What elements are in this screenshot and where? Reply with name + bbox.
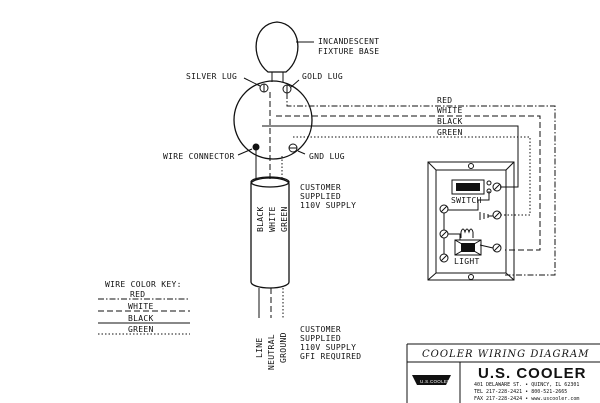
light-component — [454, 239, 482, 256]
cable-green-label: GREEN — [280, 206, 289, 232]
switch-light-box — [427, 161, 515, 281]
fixture-label-line1: INCANDESCENT — [318, 37, 379, 46]
company-fax: FAX 217-228-2424 • www.uscooler.com — [474, 396, 579, 402]
silver-lug-label: SILVER LUG — [186, 72, 237, 81]
supply-cable-line2: SUPPLIED — [300, 192, 341, 201]
fixture-label-line2: FIXTURE BASE — [318, 47, 379, 56]
supply-gfi-line4: GFI REQUIRED — [300, 352, 361, 361]
cable-white-label: WHITE — [268, 206, 277, 232]
wire-key-title: WIRE COLOR KEY: — [105, 280, 182, 289]
gold-lug-leader — [290, 79, 300, 88]
conductor-neutral-label: NEUTRAL — [267, 334, 276, 370]
logo-text: U.S.COOLER — [420, 379, 451, 384]
coil-icon — [460, 228, 474, 238]
switch-label: SWITCH — [451, 196, 482, 205]
diagram-title: COOLER WIRING DIAGRAM — [422, 349, 590, 360]
incandescent-bulb — [255, 21, 299, 82]
title-block — [406, 343, 600, 403]
wire-connector-leader — [237, 148, 253, 156]
wire-red-label: RED — [437, 96, 452, 105]
wire-bundle-to-switch — [262, 93, 556, 276]
supply-cable — [250, 176, 290, 289]
cable-black-label: BLACK — [256, 206, 265, 232]
us-cooler-logo: U.S.COOLER — [412, 375, 451, 385]
supply-gfi-line2: SUPPLIED — [300, 334, 341, 343]
supply-leads — [258, 288, 284, 318]
conductor-ground-label: GROUND — [279, 332, 288, 363]
gold-lug-label: GOLD LUG — [302, 72, 343, 81]
gnd-lug — [288, 143, 298, 153]
light-label: LIGHT — [454, 257, 480, 266]
wire-green-label: GREEN — [437, 128, 463, 137]
company-address: 401 DELAWARE ST. • QUINCY, IL 62301 — [474, 382, 579, 388]
gnd-lug-label: GND LUG — [309, 152, 345, 161]
conductor-line-label: LINE — [255, 338, 264, 358]
silver-lug-leader — [243, 77, 261, 87]
switch-component — [451, 179, 492, 195]
gold-lug — [282, 84, 292, 94]
key-black: BLACK — [128, 314, 154, 323]
key-red: RED — [130, 290, 145, 299]
company-phone: TEL 217-228-2421 • 800-521-2665 — [474, 389, 567, 395]
supply-gfi-line1: CUSTOMER — [300, 325, 341, 334]
gnd-lug-leader — [297, 150, 306, 155]
wire-connector-label: WIRE CONNECTOR — [163, 152, 235, 161]
box-internal-wiring — [443, 191, 494, 254]
key-white: WHITE — [128, 302, 154, 311]
key-green: GREEN — [128, 325, 154, 334]
ground-symbol-icon — [479, 212, 493, 220]
wire-color-key — [98, 298, 190, 335]
supply-cable-line1: CUSTOMER — [300, 183, 341, 192]
wire-connector — [252, 143, 260, 151]
company-name: U.S. COOLER — [478, 365, 587, 382]
supply-cable-line3: 110V SUPPLY — [300, 201, 356, 210]
wire-white-label: WHITE — [437, 106, 463, 115]
fixture-base-circle — [233, 80, 313, 160]
supply-gfi-line3: 110V SUPPLY — [300, 343, 356, 352]
wire-black-label: BLACK — [437, 117, 463, 126]
silver-lug — [259, 83, 269, 93]
fixture-to-cable-wires — [255, 92, 283, 180]
